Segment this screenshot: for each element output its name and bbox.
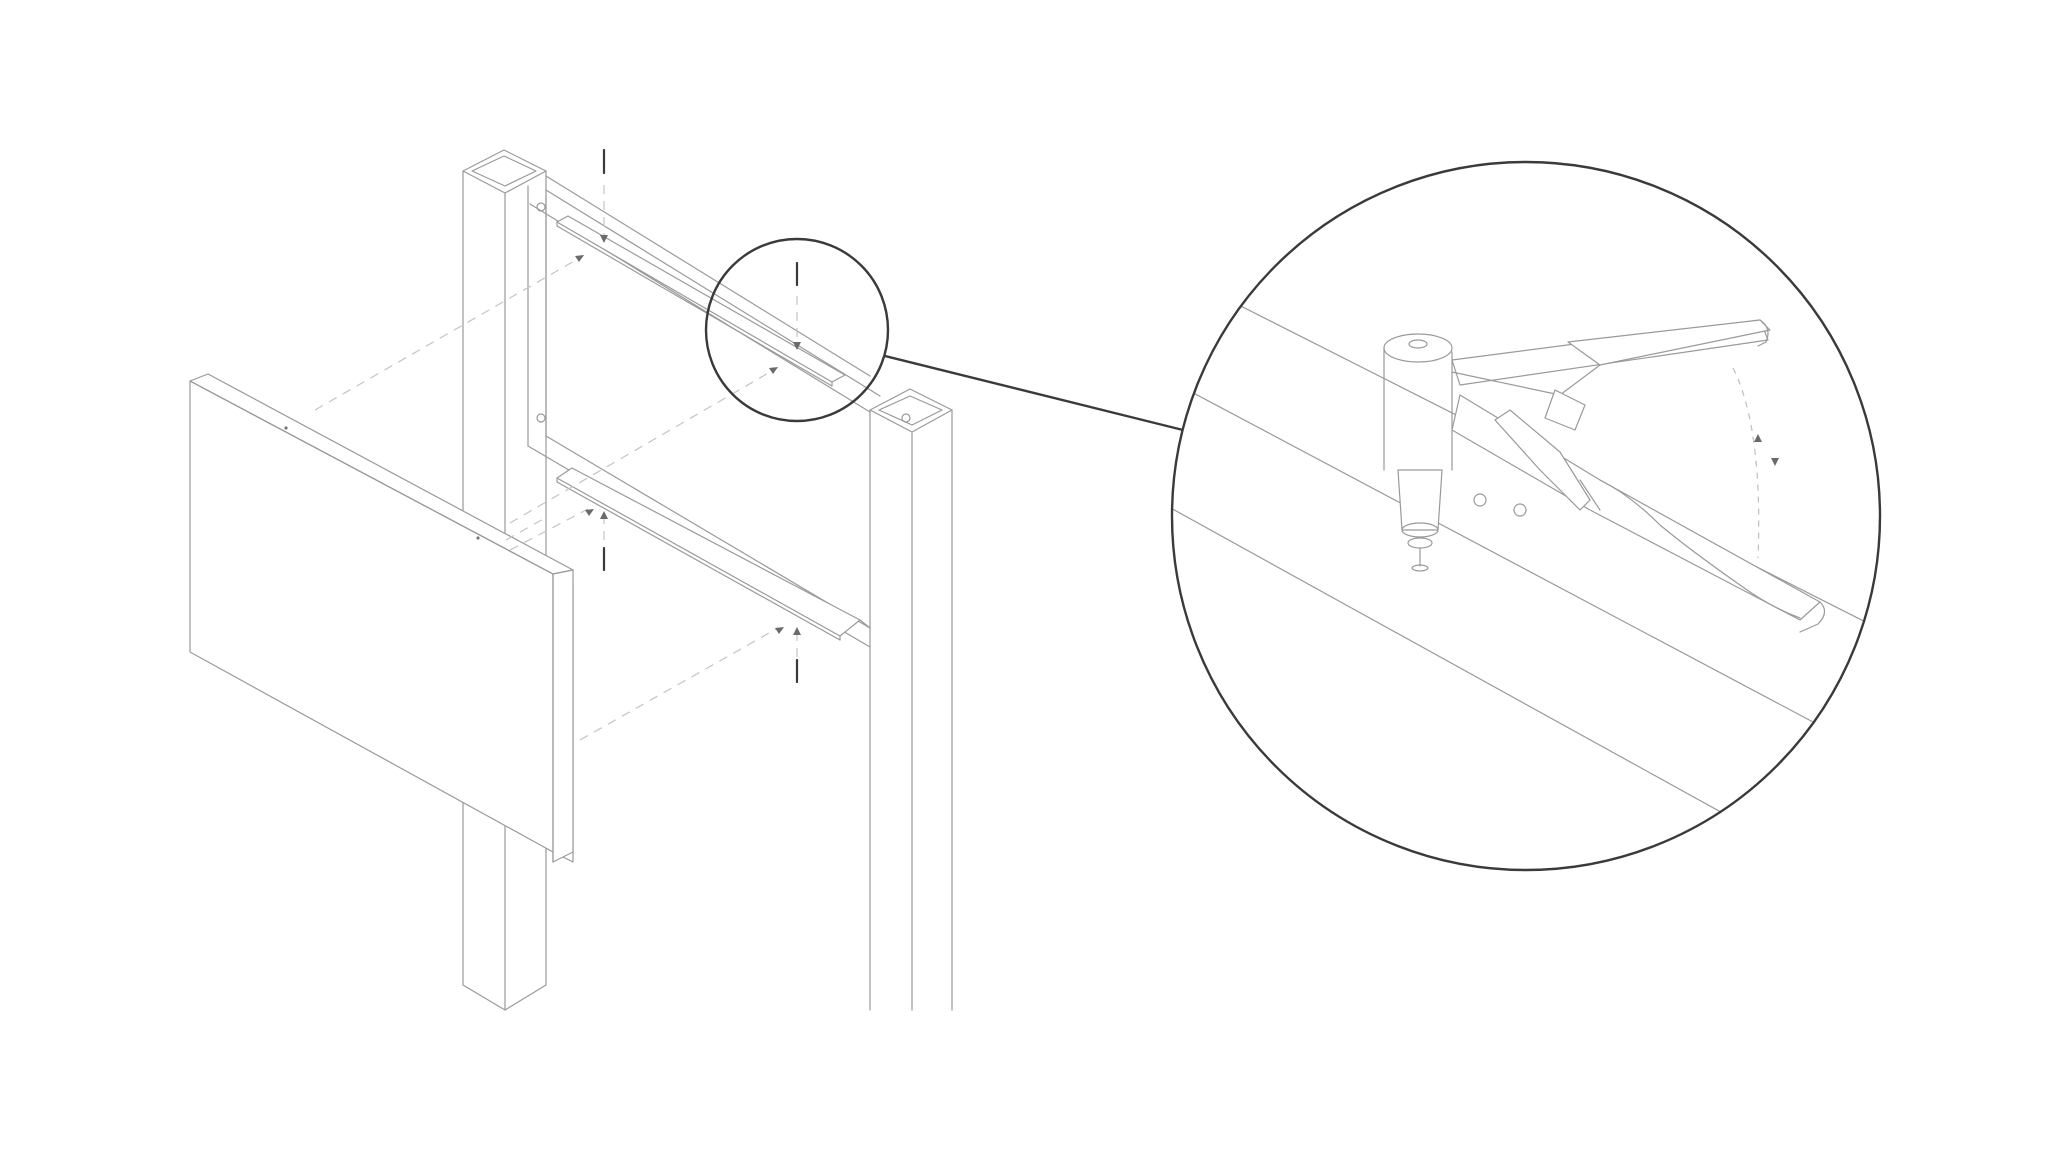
arrow-icon	[585, 509, 594, 516]
sign-panel	[189, 373, 574, 863]
rivet-gun-icon	[1383, 319, 1826, 633]
rivet-markers	[602, 148, 799, 684]
lower-rail-plate	[556, 467, 871, 641]
mount-frame	[527, 185, 871, 648]
arrow-icon	[769, 367, 778, 374]
arrow-icon	[1771, 458, 1779, 466]
squeeze-motion-arc	[1732, 367, 1760, 559]
arrow-icon	[793, 342, 801, 350]
magnifier-callout-icon	[704, 237, 890, 423]
right-post	[869, 388, 953, 1011]
detail-circle	[1170, 160, 1882, 872]
guide-arrows	[575, 235, 801, 635]
arrow-icon	[600, 235, 608, 243]
upper-rail-plate	[556, 215, 846, 387]
arrow-icon	[793, 627, 801, 635]
detail-view	[1170, 160, 1882, 872]
arrow-icon	[600, 511, 608, 519]
arrow-icon	[575, 255, 584, 262]
magnifier-callout	[704, 237, 1184, 432]
arrow-icon	[775, 627, 784, 634]
arrow-icon	[1754, 434, 1762, 442]
